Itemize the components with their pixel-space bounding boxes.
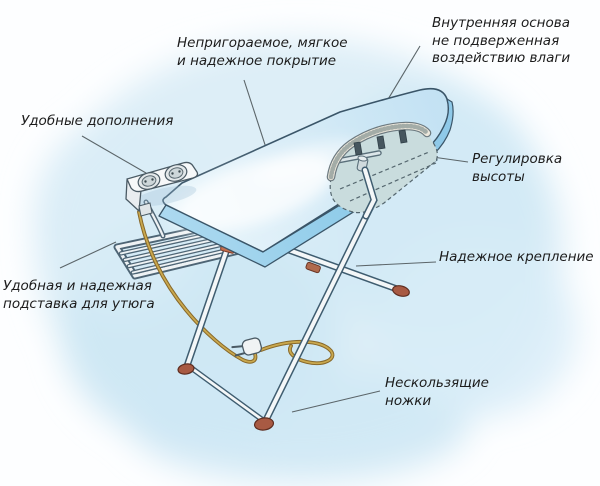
cutaway	[326, 121, 438, 220]
label-extras: Удобные дополнения	[21, 113, 174, 129]
leader-line-feet	[291, 390, 381, 413]
foot-front-left	[177, 363, 195, 375]
socket-attachment	[125, 161, 199, 217]
hidden-edge-dashed	[339, 151, 437, 202]
label-cover: Непригораемое, мягкое и надежное покрыти…	[177, 35, 348, 69]
socket-left	[137, 172, 161, 190]
leader-line-iron-rest	[59, 241, 117, 269]
label-height-adjustment: Регулировка высоты	[472, 151, 563, 185]
leader-line-fastening	[355, 261, 437, 267]
power-cord	[137, 210, 335, 365]
leader-line-cover	[243, 79, 270, 158]
leg-nose-upper	[361, 166, 378, 220]
hidden-edge-dashed-outline	[329, 140, 438, 214]
padding-cross-section	[326, 121, 432, 182]
socket-box-clip	[138, 202, 153, 217]
label-feet: Нескользящие ножки	[385, 375, 489, 409]
pivot-clamp	[305, 261, 321, 274]
foot-rear-right	[392, 285, 410, 297]
power-plug	[231, 337, 263, 357]
label-fastening: Надежное крепление	[439, 249, 594, 265]
foot-nose-leg	[253, 417, 275, 431]
height-notches	[353, 129, 408, 156]
leader-line-extras	[81, 135, 147, 174]
label-inner-base: Внутренняя основа не подверженная воздей…	[432, 15, 571, 67]
surface-highlight	[173, 139, 364, 232]
socket-right	[164, 164, 188, 182]
label-iron-rest: Удобная и надежная подставка для утюга	[3, 278, 155, 312]
